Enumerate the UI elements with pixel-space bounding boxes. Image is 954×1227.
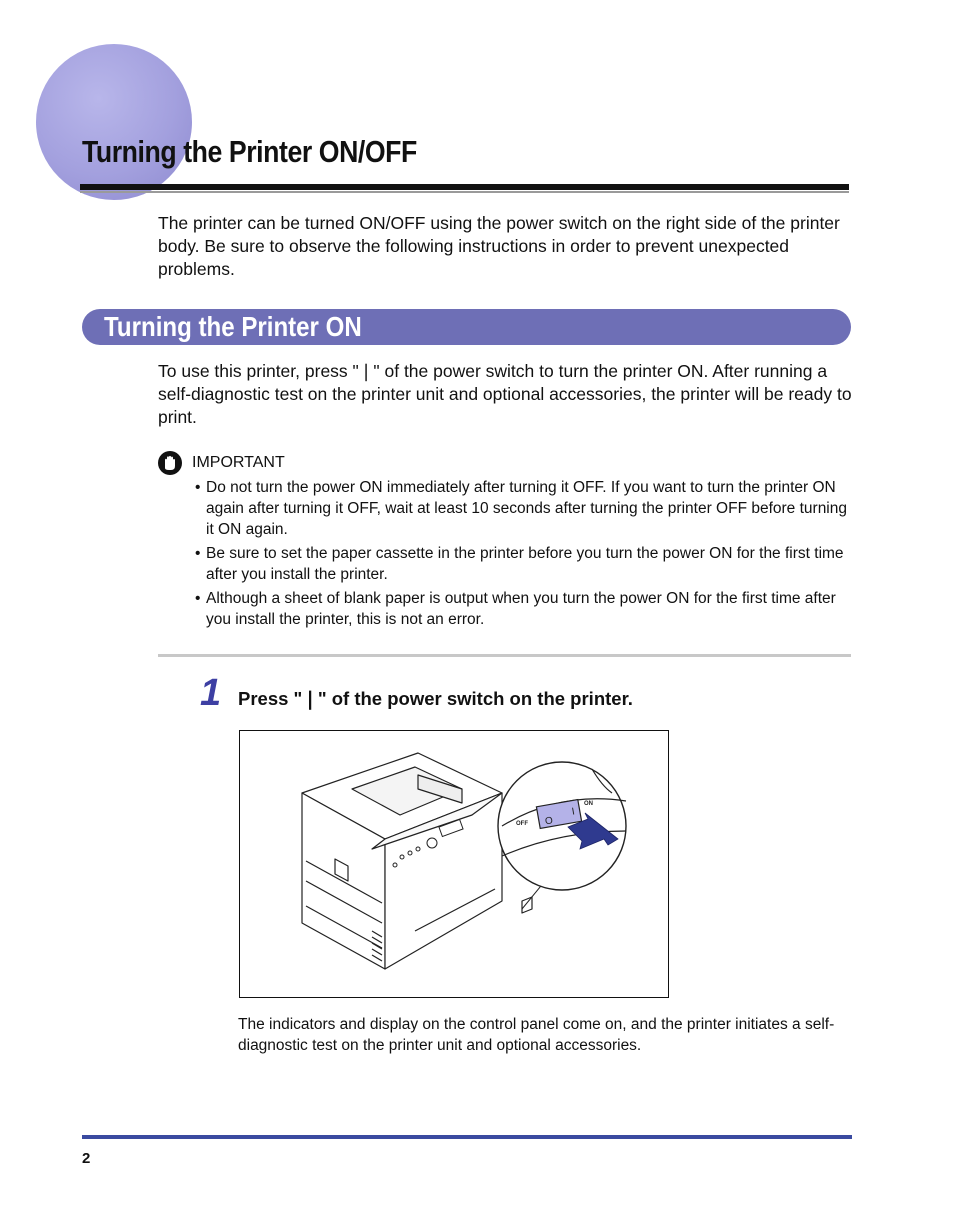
section-body: To use this printer, press "❘" of the po… [158, 361, 852, 427]
footer-rule [82, 1135, 852, 1139]
switch-on-label: ON [584, 801, 593, 807]
hand-stop-icon [158, 451, 182, 475]
important-list: Do not turn the power ON immediately aft… [195, 477, 855, 633]
important-item: Although a sheet of blank paper is outpu… [195, 588, 855, 630]
page-number: 2 [82, 1150, 91, 1167]
step-result-caption: The indicators and display on the contro… [238, 1016, 835, 1054]
svg-text:O: O [544, 815, 554, 827]
important-header: IMPORTANT [158, 451, 285, 475]
section-header-bar: Turning the Printer ON [82, 309, 851, 345]
decorative-circle [36, 44, 192, 200]
step-instruction: Press "❘" of the power switch on the pri… [238, 688, 633, 709]
title-rule-shadow [80, 191, 849, 193]
section-title: Turning the Printer ON [104, 311, 362, 342]
press-arrow-icon [567, 812, 619, 850]
step-number: 1 [200, 672, 222, 714]
switch-off-label: OFF [516, 821, 528, 827]
printer-drawing: O I OFF ON [301, 752, 627, 970]
page-title: Turning the Printer ON/OFF [82, 134, 417, 169]
svg-text:I: I [571, 806, 576, 817]
printer-illustration: O I OFF ON [239, 730, 669, 998]
title-rule [80, 184, 849, 190]
important-item: Do not turn the power ON immediately aft… [195, 477, 855, 540]
important-label: IMPORTANT [192, 454, 285, 471]
important-item: Be sure to set the paper cassette in the… [195, 543, 855, 585]
intro-paragraph: The printer can be turned ON/OFF using t… [158, 213, 840, 279]
step-divider [158, 654, 851, 657]
